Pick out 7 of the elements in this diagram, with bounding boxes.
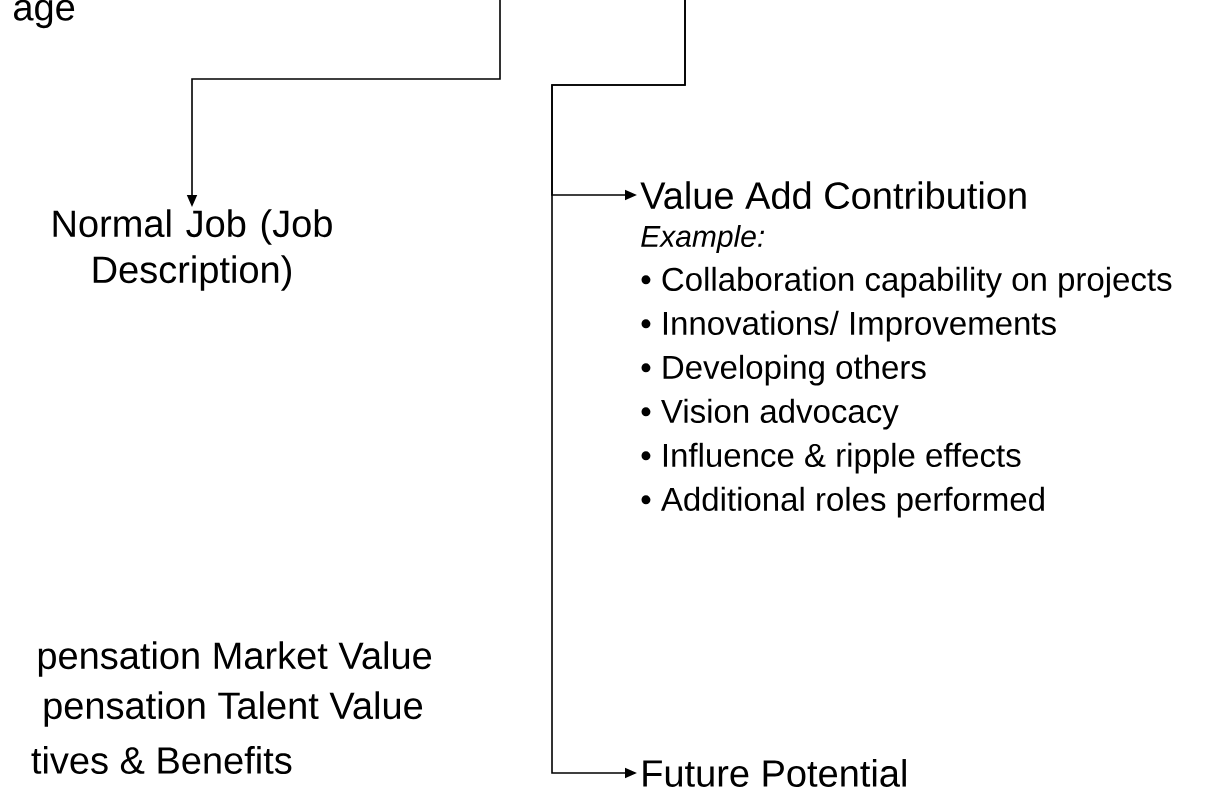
- node-text: Value Add Contribution Example: • Collaboration capability on projects • Innovations/ Improvements • Developing others • Vision advocacy • Influence & ripple effects • Additional roles performed: [640, 181, 1172, 518]
- label: age: [14, 0, 75, 29]
- node-text: Future Potential: [643, 759, 906, 787]
- label: pensation Market Value: [38, 641, 432, 677]
- label: pensation Talent Value: [44, 691, 423, 727]
- node-text: Normal Job (Job Description): [53, 209, 332, 291]
- label: tives & Benefits: [31, 746, 292, 774]
